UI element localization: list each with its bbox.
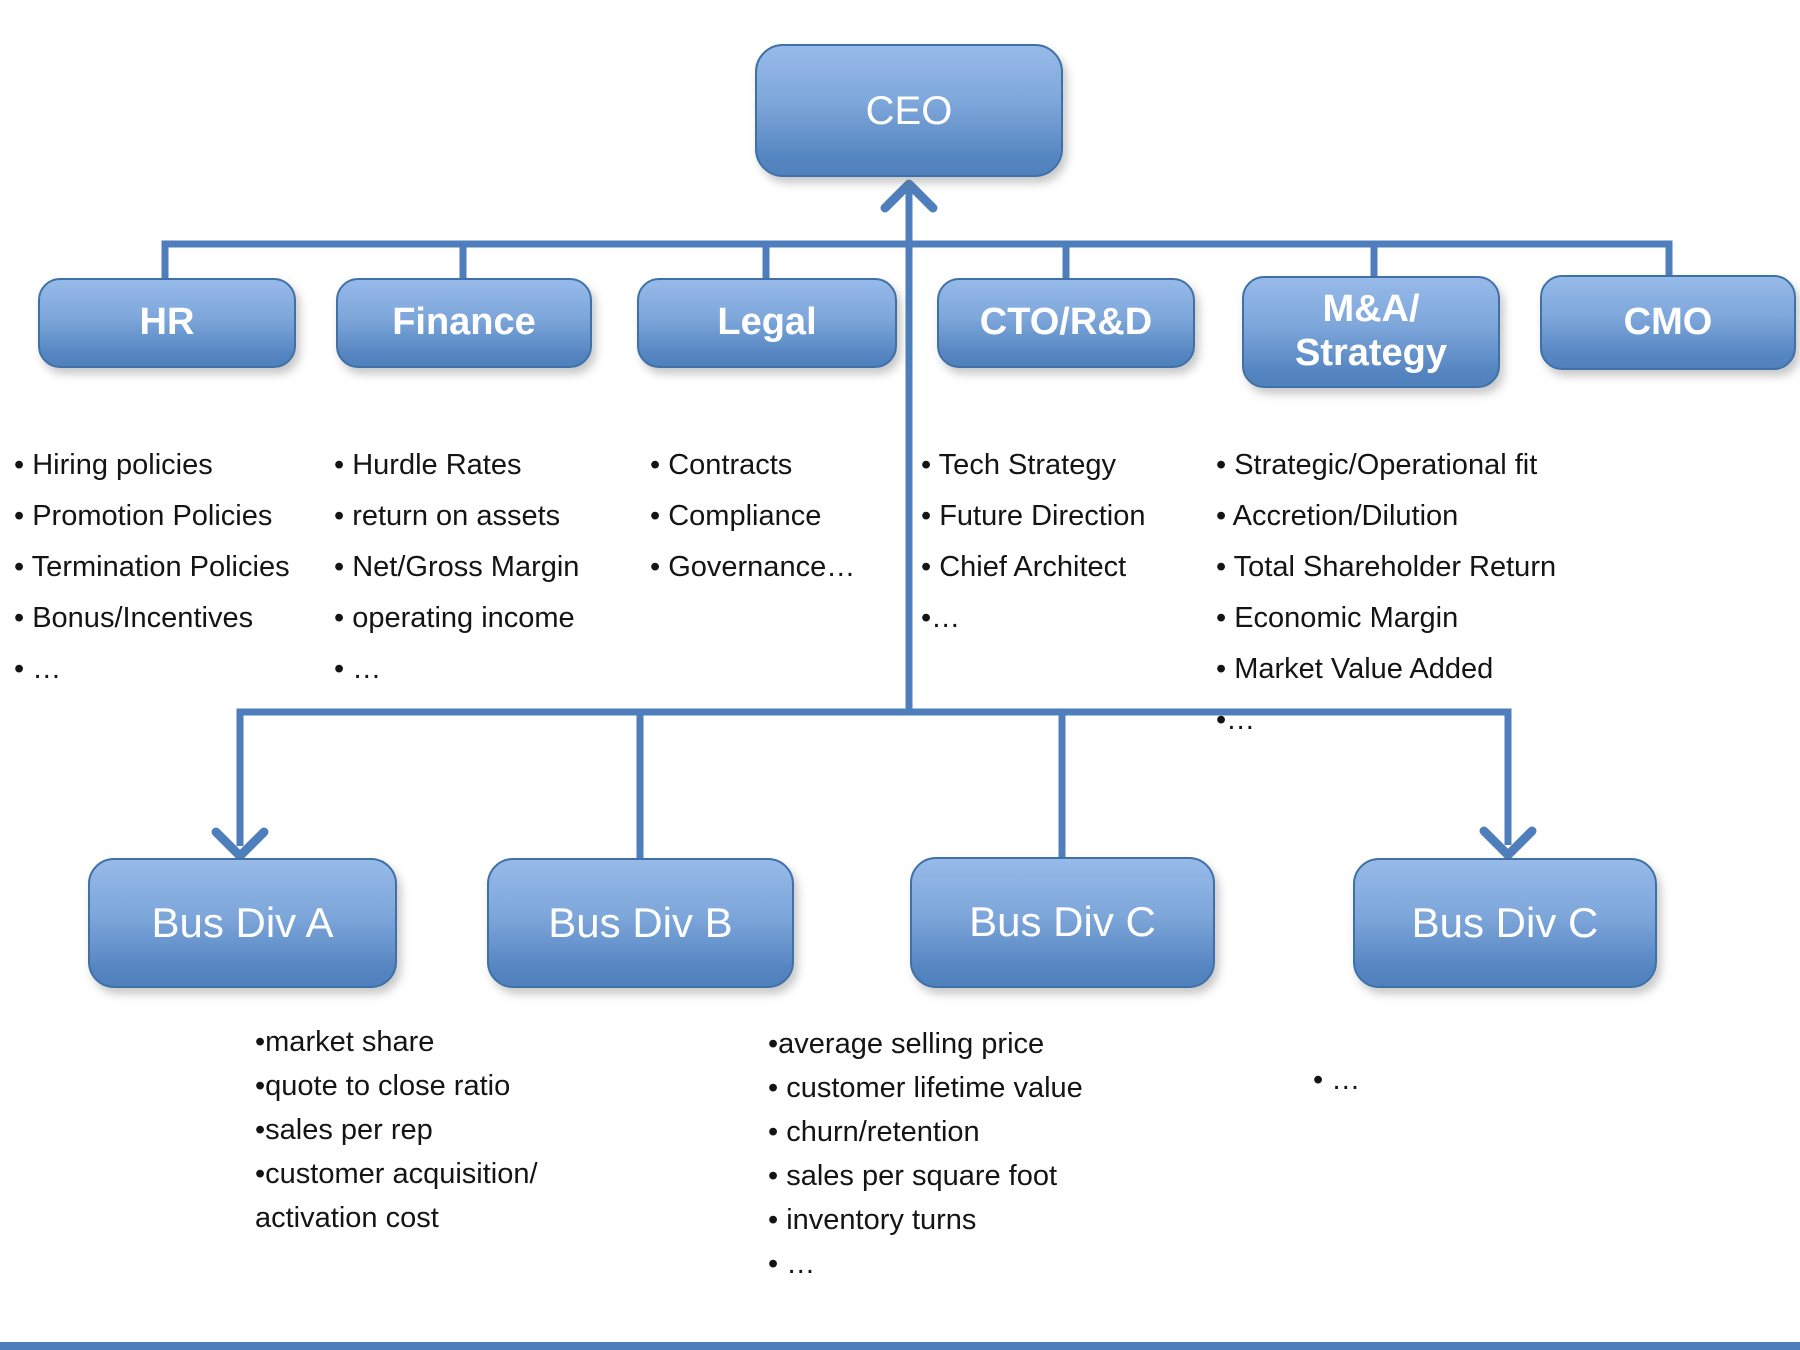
arrowhead-down-bus-div-c2 bbox=[1479, 826, 1537, 860]
bullet-item: • inventory turns bbox=[768, 1204, 977, 1236]
bullet-item: • Future Direction bbox=[921, 500, 1146, 532]
connector-level2-rail bbox=[161, 240, 1673, 281]
node-legal-label: Legal bbox=[717, 301, 817, 344]
bullet-item: • Net/Gross Margin bbox=[334, 551, 580, 583]
finance-metrics-list: • Hurdle Rates • return on assets • Net/Gr… bbox=[334, 440, 579, 695]
node-legal: Legal bbox=[637, 278, 897, 368]
bullet-item: •… bbox=[1216, 704, 1256, 736]
bullet-item: •… bbox=[921, 602, 961, 634]
bullet-item: •customer acquisition/ bbox=[255, 1158, 538, 1190]
bullet-item: • return on assets bbox=[334, 500, 561, 532]
node-ma-strategy-label: M&A/ Strategy bbox=[1294, 288, 1448, 374]
bullet-item: • Tech Strategy bbox=[921, 449, 1116, 481]
node-bus-div-b: Bus Div B bbox=[487, 858, 794, 988]
node-ma-strategy: M&A/ Strategy bbox=[1242, 276, 1500, 388]
node-cto-rd-label: CTO/R&D bbox=[979, 301, 1153, 344]
ma-strategy-metrics-list: • Strategic/Operational fit • Accretion/D… bbox=[1216, 440, 1556, 746]
slide-bottom-edge bbox=[0, 1342, 1800, 1350]
bullet-item: •quote to close ratio bbox=[255, 1070, 511, 1102]
bullet-item: • Compliance bbox=[650, 500, 822, 532]
connector-level3-rail bbox=[236, 708, 1512, 860]
node-bus-div-c2: Bus Div C bbox=[1353, 858, 1657, 988]
bullet-item: • Promotion Policies bbox=[14, 500, 273, 532]
arrowhead-up-ceo bbox=[880, 179, 938, 213]
bullet-item: • … bbox=[334, 653, 382, 685]
bullet-item: • Termination Policies bbox=[14, 551, 290, 583]
bullet-item: • Hiring policies bbox=[14, 449, 213, 481]
node-cmo: CMO bbox=[1540, 275, 1796, 370]
hr-metrics-list: • Hiring policies • Promotion Policies • T… bbox=[14, 440, 290, 695]
bullet-item: • Economic Margin bbox=[1216, 602, 1459, 634]
bullet-item: • Hurdle Rates bbox=[334, 449, 522, 481]
node-finance-label: Finance bbox=[392, 301, 536, 344]
bus-div-c2-metrics-list: • … bbox=[1313, 1058, 1360, 1102]
bullet-item: • churn/retention bbox=[768, 1116, 980, 1148]
node-bus-div-c2-label: Bus Div C bbox=[1411, 898, 1599, 946]
node-bus-div-b-label: Bus Div B bbox=[548, 898, 733, 946]
bullet-item: • operating income bbox=[334, 602, 575, 634]
bullet-item: • … bbox=[1313, 1064, 1361, 1096]
bullet-item: • Strategic/Operational fit bbox=[1216, 449, 1538, 481]
node-bus-div-c1: Bus Div C bbox=[910, 857, 1215, 988]
node-ceo: CEO bbox=[755, 44, 1063, 177]
arrowhead-down-bus-div-a bbox=[211, 827, 269, 861]
bus-div-a-metrics-list: •market share •quote to close ratio •sales… bbox=[255, 1020, 538, 1240]
bullet-item: • … bbox=[768, 1248, 816, 1280]
node-bus-div-a: Bus Div A bbox=[88, 858, 397, 988]
bullet-item: • Bonus/Incentives bbox=[14, 602, 254, 634]
legal-metrics-list: • Contracts • Compliance • Governance… bbox=[650, 440, 855, 593]
bullet-item: • Contracts bbox=[650, 449, 793, 481]
node-cmo-label: CMO bbox=[1623, 300, 1713, 343]
node-finance: Finance bbox=[336, 278, 592, 368]
cto-rd-metrics-list: • Tech Strategy • Future Direction • Chief… bbox=[921, 440, 1146, 644]
bullet-item: • … bbox=[14, 653, 62, 685]
node-bus-div-c1-label: Bus Div C bbox=[969, 898, 1156, 946]
bullet-item: • customer lifetime value bbox=[768, 1072, 1083, 1104]
bullet-item: •market share bbox=[255, 1026, 435, 1058]
bullet-item: • Accretion/Dilution bbox=[1216, 500, 1459, 532]
node-hr-label: HR bbox=[139, 301, 195, 344]
bullet-item: • sales per square foot bbox=[768, 1160, 1058, 1192]
bullet-item: •average selling price bbox=[768, 1028, 1045, 1060]
node-hr: HR bbox=[38, 278, 296, 368]
bullet-item: • Total Shareholder Return bbox=[1216, 551, 1557, 583]
bullet-item: activation cost bbox=[255, 1202, 439, 1234]
node-bus-div-a-label: Bus Div A bbox=[151, 898, 334, 946]
bullet-item: • Market Value Added bbox=[1216, 653, 1494, 685]
bullet-item: •sales per rep bbox=[255, 1114, 433, 1146]
node-cto-rd: CTO/R&D bbox=[937, 278, 1195, 368]
bullet-item: • Chief Architect bbox=[921, 551, 1127, 583]
bullet-item: • Governance… bbox=[650, 551, 856, 583]
node-ceo-label: CEO bbox=[865, 88, 953, 133]
bus-div-c1-metrics-list: •average selling price • customer lifetim… bbox=[768, 1022, 1083, 1286]
